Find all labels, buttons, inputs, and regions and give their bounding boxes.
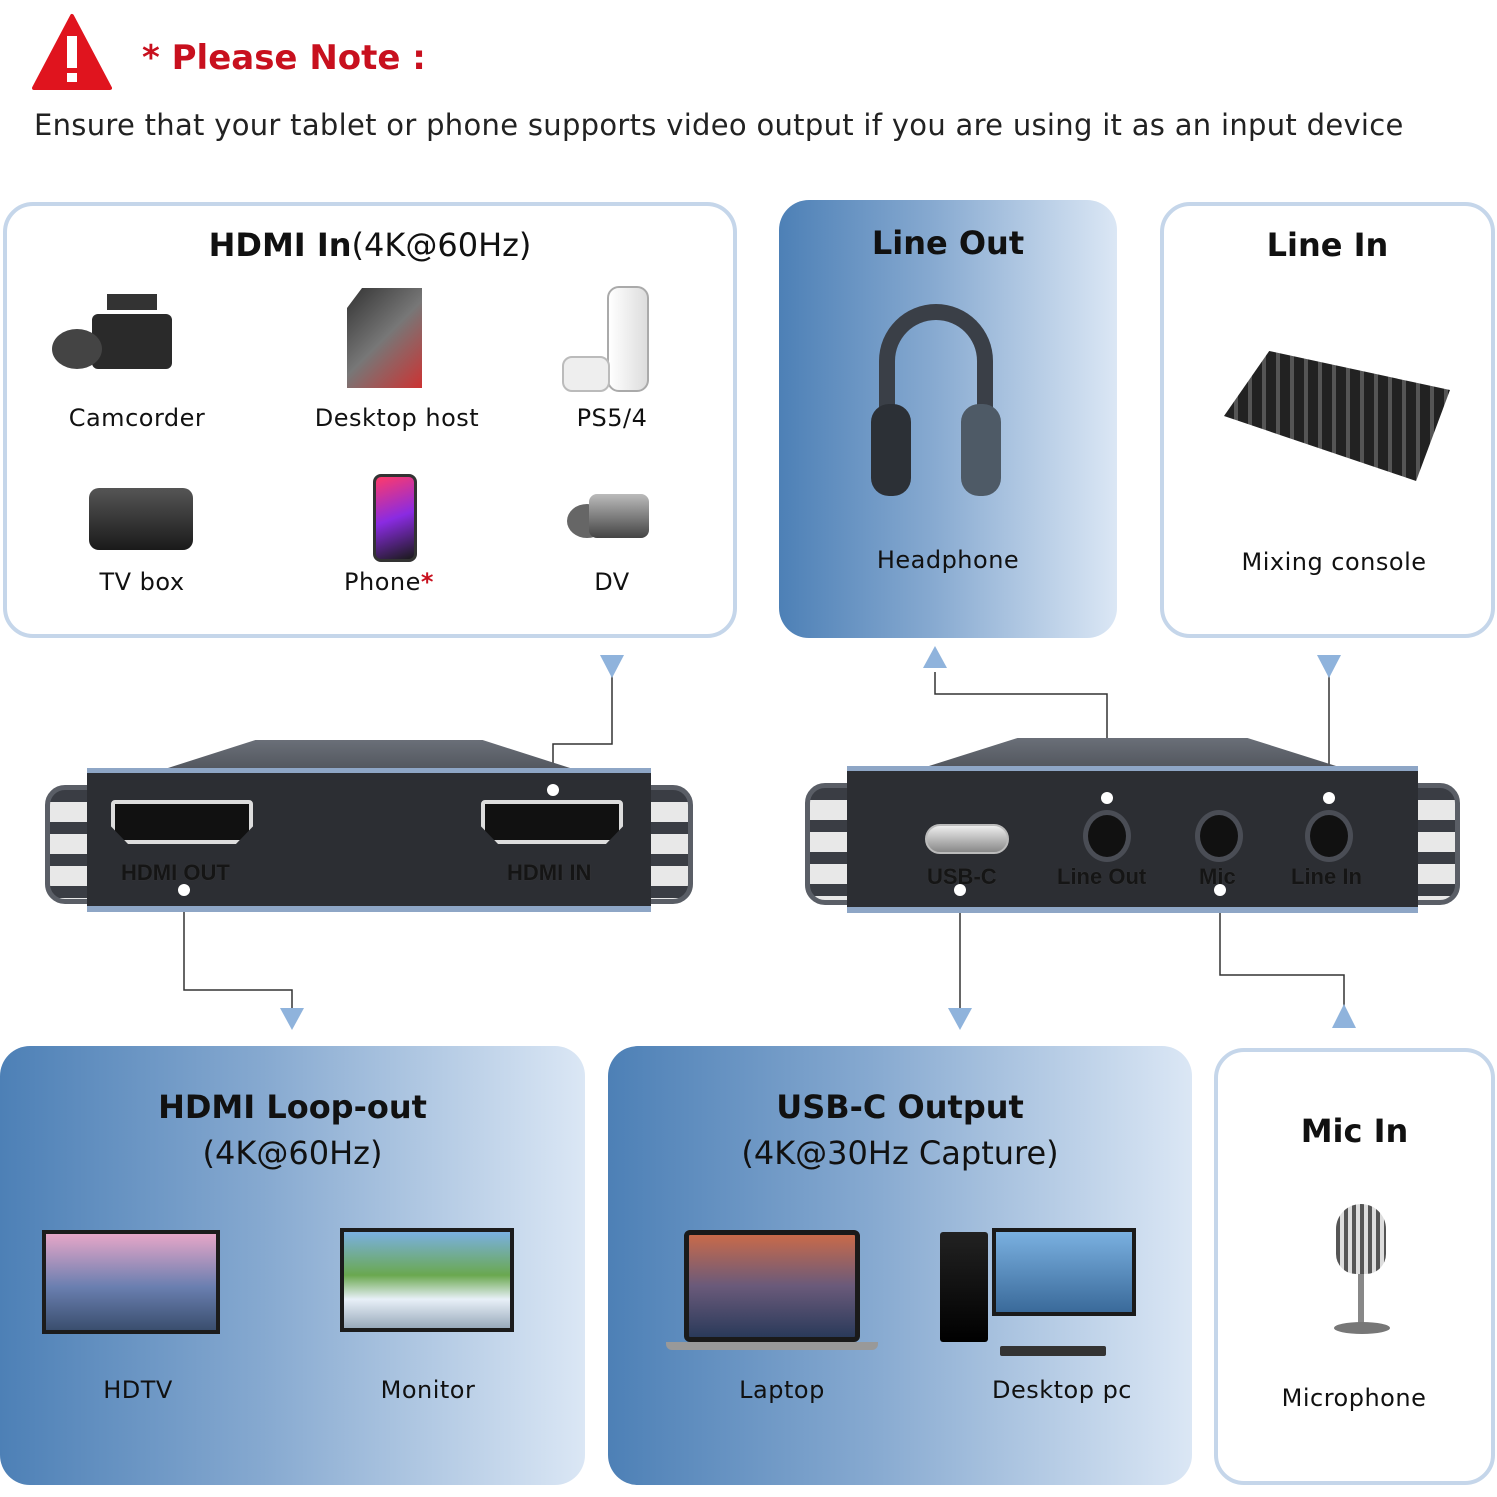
microphone-icon	[1330, 1204, 1394, 1334]
camcorder-icon	[52, 294, 177, 389]
headphone-icon	[871, 304, 1001, 498]
connector-dot	[1323, 792, 1335, 804]
line-out-panel: Line Out Headphone	[779, 200, 1117, 638]
desktop-pc-icon	[940, 1228, 1138, 1362]
dv-camera-icon	[567, 490, 649, 542]
hdmi-in-port	[481, 800, 623, 844]
connector-dot	[178, 884, 190, 896]
note-text: Ensure that your tablet or phone support…	[34, 108, 1404, 142]
item-label: DV	[594, 568, 630, 596]
capture-device-front: HDMI OUT HDMI IN	[45, 740, 693, 912]
item-label: Mixing console	[1241, 548, 1427, 576]
port-label: Line In	[1291, 864, 1362, 889]
mic-jack	[1195, 810, 1243, 862]
phone-icon	[373, 474, 417, 562]
laptop-icon	[666, 1230, 878, 1354]
tv-icon	[42, 1230, 220, 1334]
line-in-panel: Line In Mixing console	[1160, 202, 1495, 638]
item-label: PS5/4	[576, 404, 648, 432]
panel-title: USB-C Output	[776, 1088, 1024, 1126]
note-title: * Please Note :	[142, 38, 426, 78]
warning-triangle-icon	[32, 14, 112, 90]
arrow-down-icon	[600, 655, 624, 678]
desktop-host-icon	[332, 288, 432, 398]
item-label: TV box	[99, 568, 185, 596]
capture-device-back: USB-C Line Out Mic Line In	[805, 738, 1460, 913]
panel-spec: (4K@30Hz Capture)	[741, 1134, 1059, 1172]
panel-title: HDMI In	[208, 226, 352, 264]
line-out-jack	[1083, 810, 1131, 862]
panel-title: HDMI Loop-out	[158, 1088, 427, 1126]
arrow-up-icon	[923, 646, 947, 668]
panel-title: Line In	[1266, 226, 1389, 264]
arrow-down-icon	[280, 1008, 304, 1030]
monitor-icon	[340, 1228, 514, 1332]
item-label: HDTV	[103, 1376, 173, 1404]
hdmi-loop-out-panel: HDMI Loop-out (4K@60Hz) HDTV Monitor	[0, 1046, 585, 1485]
panel-spec: (4K@60Hz)	[202, 1134, 383, 1172]
arrow-down-icon	[1317, 655, 1341, 678]
mic-in-panel: Mic In Microphone	[1214, 1048, 1495, 1485]
panel-spec: (4K@60Hz)	[351, 226, 532, 264]
hdmi-out-port	[111, 800, 253, 844]
usb-c-output-panel: USB-C Output (4K@30Hz Capture) Laptop De…	[608, 1046, 1192, 1485]
connector-dot	[1214, 884, 1226, 896]
panel-title: Mic In	[1300, 1112, 1409, 1150]
hdmi-in-panel: HDMI In(4K@60Hz) Camcorder Desktop host …	[3, 202, 737, 638]
arrow-up-icon	[1332, 1004, 1356, 1028]
tv-box-icon	[89, 488, 193, 550]
item-label: Monitor	[380, 1376, 476, 1404]
usb-c-port	[925, 824, 1009, 854]
port-label: HDMI OUT	[121, 860, 230, 885]
port-label: HDMI IN	[507, 860, 592, 885]
connector-dot	[547, 784, 559, 796]
game-console-icon	[557, 286, 657, 396]
item-label: Desktop host	[314, 404, 480, 432]
connector-dot	[954, 884, 966, 896]
asterisk-mark: *	[420, 568, 434, 596]
connector-dot	[1101, 792, 1113, 804]
port-label: Line Out	[1057, 864, 1147, 889]
item-label: Camcorder	[68, 404, 206, 432]
item-label: Headphone	[876, 546, 1020, 574]
line-in-jack	[1305, 810, 1353, 862]
arrow-down-icon	[948, 1008, 972, 1030]
item-label: Desktop pc	[991, 1376, 1133, 1404]
item-label: Phone*	[344, 568, 434, 596]
item-label: Microphone	[1281, 1384, 1427, 1412]
item-label: Laptop	[739, 1376, 825, 1404]
panel-title: Line Out	[871, 224, 1025, 262]
